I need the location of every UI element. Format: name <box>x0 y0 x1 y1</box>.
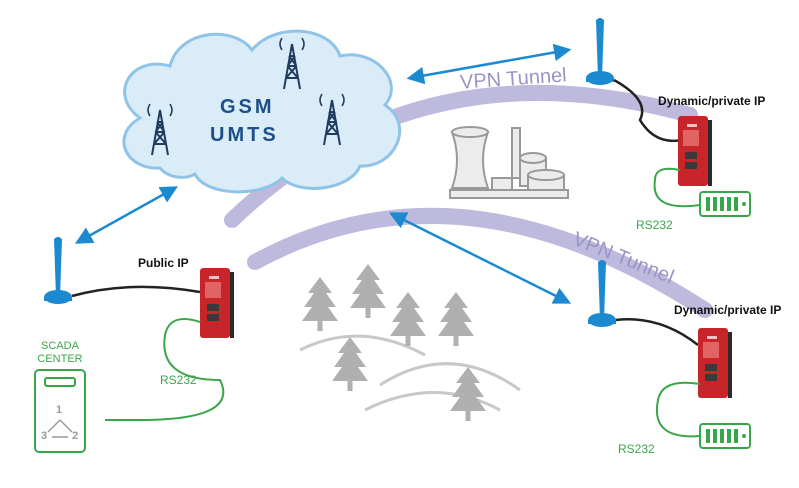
scada-node-2: 2 <box>72 430 79 442</box>
gsm-cloud <box>122 29 402 194</box>
rs232-label-top-right: RS232 <box>636 218 673 232</box>
serial-device-icon <box>699 191 751 217</box>
scada-label-line1: SCADA <box>41 340 79 352</box>
cloud-label-gsm: GSM <box>220 96 275 118</box>
power-plant-icon <box>449 126 569 199</box>
antenna-icon <box>586 18 614 85</box>
router-remote-bottom <box>698 328 732 398</box>
serial-device-icon <box>699 423 751 449</box>
public-ip-label: Public IP <box>138 256 189 270</box>
dynamic-ip-label-top: Dynamic/private IP <box>658 94 766 108</box>
antenna-cable <box>71 285 201 298</box>
tree-icon <box>332 337 368 391</box>
tree-icon <box>390 292 426 346</box>
hills-icon <box>299 334 521 412</box>
wireless-link-arrow <box>406 43 572 85</box>
tree-icon <box>450 367 486 421</box>
serial-cable <box>653 167 701 208</box>
scada-center-icon <box>34 369 86 453</box>
serial-cable <box>655 381 701 438</box>
dynamic-ip-label-bottom: Dynamic/private IP <box>674 303 782 317</box>
rs232-label-bottom-right: RS232 <box>618 442 655 456</box>
antenna-cable <box>615 318 699 346</box>
scada-label-line2: CENTER <box>37 353 83 365</box>
router-remote-top <box>678 116 712 186</box>
wireless-link-arrow <box>388 212 572 304</box>
cloud-label-umts: UMTS <box>210 124 279 146</box>
antenna-cable <box>613 78 683 143</box>
scada-node-3: 3 <box>41 430 48 442</box>
scada-node-1: 1 <box>56 404 63 416</box>
antenna-icon <box>588 260 616 327</box>
tree-icon <box>438 292 474 346</box>
serial-cable <box>105 318 225 421</box>
rs232-label-left: RS232 <box>160 373 197 387</box>
wireless-link-arrow <box>74 186 179 244</box>
tree-icon <box>350 264 386 318</box>
tree-icon <box>302 277 338 331</box>
antenna-icon <box>44 237 72 304</box>
scada-center-label: SCADA CENTER <box>33 340 87 366</box>
router-public <box>200 268 234 338</box>
